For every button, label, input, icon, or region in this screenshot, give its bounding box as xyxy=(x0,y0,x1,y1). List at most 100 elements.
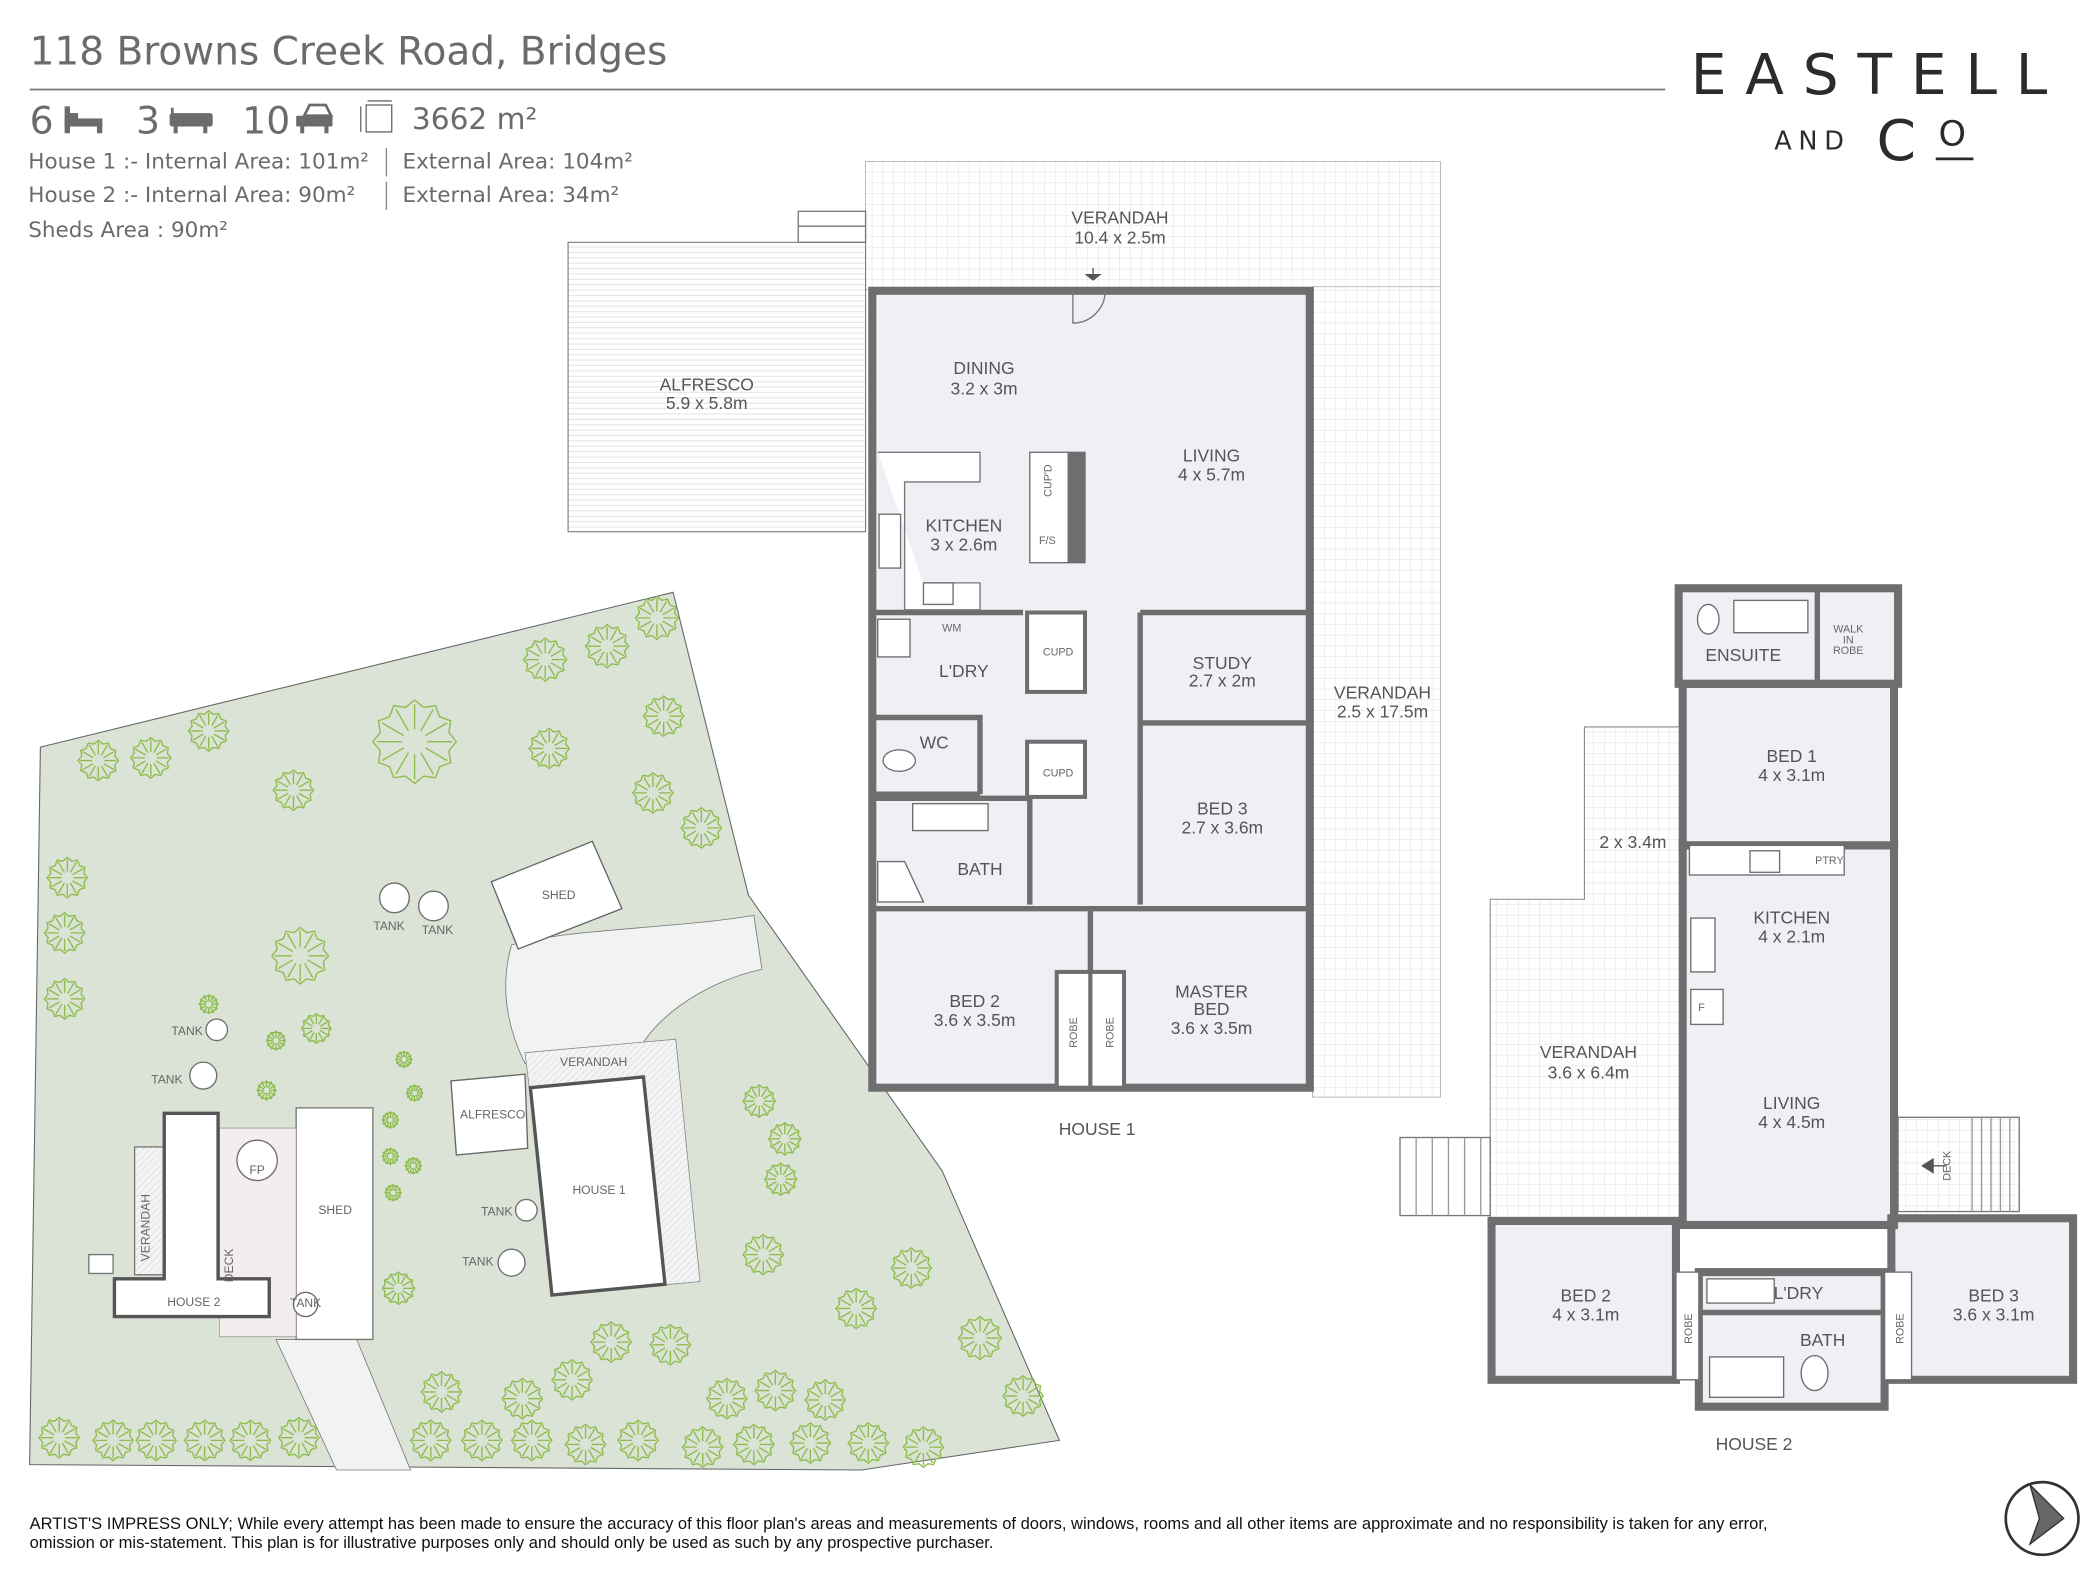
laundry-tub-icon xyxy=(1706,1278,1775,1304)
fireplace-icon xyxy=(236,1139,278,1182)
cupboard xyxy=(1025,610,1088,694)
tree-icon xyxy=(460,1419,503,1462)
car-count: 10 xyxy=(242,98,290,142)
tree-icon xyxy=(681,1426,724,1469)
tree-icon xyxy=(634,595,680,641)
room-name: DINING xyxy=(953,358,1014,378)
tree-icon xyxy=(381,1111,400,1129)
tank-label: TANK xyxy=(422,923,453,937)
tree-icon xyxy=(763,1162,798,1197)
tree-icon xyxy=(272,769,315,812)
wir-label: WALK xyxy=(1833,624,1864,636)
kitchen-bench xyxy=(877,451,981,611)
tank-icon xyxy=(378,882,410,914)
room-name: BED xyxy=(1194,999,1230,1019)
room-name: BED 3 xyxy=(1197,798,1248,818)
header: 118 Browns Creek Road, Bridges 6 3 10 36… xyxy=(28,30,1666,243)
toilet-icon xyxy=(1800,1354,1829,1392)
cupboard-label: CUP'D xyxy=(1042,464,1054,497)
room-name: VERANDAH xyxy=(1071,207,1168,227)
room-name: ENSUITE xyxy=(1705,645,1781,665)
washing-machine-label: WM xyxy=(942,622,961,634)
tree-icon xyxy=(420,1370,463,1413)
tree-icon xyxy=(256,1080,277,1101)
tree-icon xyxy=(890,1247,933,1290)
tank-label: TANK xyxy=(151,1073,182,1087)
tank-label: TANK xyxy=(373,919,404,933)
room-size: 4 x 5.7m xyxy=(1178,465,1245,485)
tree-icon xyxy=(957,1315,1003,1361)
site-plan: SHED TANK TANK TANK TANK TANK TANK VERAN… xyxy=(29,591,1061,1471)
room-name: KITCHEN xyxy=(925,516,1002,536)
pantry-label: PTRY xyxy=(1815,855,1843,867)
tree-icon xyxy=(277,1416,320,1459)
tree-icon xyxy=(265,1030,287,1051)
room-size: 2.5 x 17.5m xyxy=(1337,701,1428,721)
room-size: 10.4 x 2.5m xyxy=(1074,228,1165,248)
room-size: 4 x 3.1m xyxy=(1552,1305,1619,1325)
site-house2-label: HOUSE 2 xyxy=(167,1295,220,1309)
tree-icon xyxy=(43,911,86,954)
robe-label: ROBE xyxy=(1104,1017,1116,1047)
tree-icon xyxy=(187,709,230,753)
cooktop-icon xyxy=(1749,850,1781,873)
tree-icon xyxy=(522,637,568,683)
tank-label: TANK xyxy=(462,1254,493,1268)
site-shed xyxy=(490,840,623,950)
front-door xyxy=(1072,290,1106,324)
house1-title: HOUSE 1 xyxy=(1059,1119,1136,1139)
tree-icon xyxy=(384,1183,403,1202)
alfresco-area xyxy=(567,241,867,533)
bath-icon xyxy=(169,107,213,134)
robe-label: ROBE xyxy=(1894,1313,1906,1343)
toilet-icon xyxy=(1696,603,1720,635)
room-name: VERANDAH xyxy=(1334,683,1431,703)
house2-deck xyxy=(1897,1116,2020,1213)
fridge-space xyxy=(1690,988,1724,1026)
land-area-icon xyxy=(360,100,393,133)
sheds-area: Sheds Area : 90m² xyxy=(28,218,228,243)
tank-label: TANK xyxy=(171,1024,202,1038)
deck-label: DECK xyxy=(1942,1150,1954,1181)
tree-icon xyxy=(1002,1374,1045,1418)
tree-icon xyxy=(43,977,86,1020)
logo-and: AND xyxy=(1774,126,1851,156)
tree-icon xyxy=(129,736,172,779)
site-house2 xyxy=(112,1111,271,1319)
logo-name: EASTELL xyxy=(1691,43,2066,108)
robe-label: ROBE xyxy=(1068,1017,1080,1047)
room-size: 2 x 3.4m xyxy=(1599,832,1666,852)
verandah-top xyxy=(865,161,1441,290)
tree-icon xyxy=(767,1121,802,1156)
room-name: BED 2 xyxy=(1560,1286,1611,1306)
driveway xyxy=(505,914,763,1064)
room-size: 3.6 x 3.1m xyxy=(1953,1305,2035,1325)
site-shed2-label: SHED xyxy=(318,1203,352,1217)
tree-icon xyxy=(680,806,723,849)
tank-icon xyxy=(514,1198,538,1222)
room-size: 3.6 x 3.5m xyxy=(934,1010,1016,1030)
house1-external-area: External Area: 104m² xyxy=(402,149,632,174)
tree-icon xyxy=(92,1419,135,1462)
tree-icon xyxy=(642,695,685,738)
room-size: 3.6 x 3.5m xyxy=(1171,1018,1253,1038)
vanity-icon xyxy=(912,802,989,832)
shower-icon xyxy=(877,860,925,903)
robe xyxy=(1054,969,1093,1090)
site-house1-label: HOUSE 1 xyxy=(572,1183,625,1197)
house2-external-area: External Area: 34m² xyxy=(402,183,619,208)
house1-internal-area: House 1 :- Internal Area: 101m² xyxy=(28,149,369,174)
tree-icon xyxy=(501,1377,544,1420)
bathtub-icon xyxy=(1733,599,1809,634)
bath-count: 3 xyxy=(136,98,160,142)
bed-count: 6 xyxy=(30,98,54,142)
room-name: KITCHEN xyxy=(1753,907,1830,927)
bathtub-icon xyxy=(1708,1356,1785,1398)
tree-icon xyxy=(394,1050,413,1069)
room-name: L'DRY xyxy=(939,661,989,681)
site-verandah-label: VERANDAH xyxy=(560,1055,627,1069)
tree-icon xyxy=(38,1416,81,1459)
room-size: 5.9 x 5.8m xyxy=(666,393,748,413)
tree-icon xyxy=(617,1419,660,1462)
